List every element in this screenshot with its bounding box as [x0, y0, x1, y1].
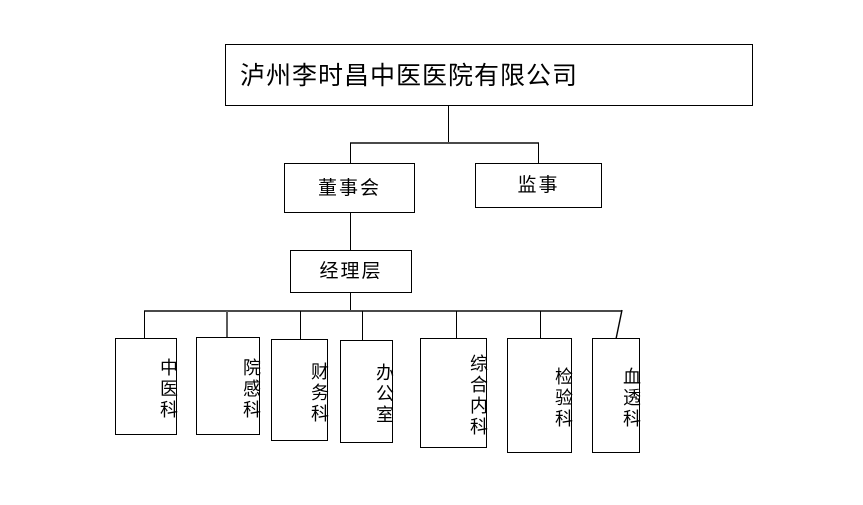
node-label-dept2: 院感科 — [240, 357, 261, 421]
node-label-company: 泸州李时昌中医医院有限公司 — [240, 60, 579, 90]
connector-drop-dept5 — [456, 311, 457, 338]
node-label-dept5: 综合内科 — [467, 354, 488, 438]
node-department-office[interactable]: 办公室 — [340, 340, 394, 443]
node-label-manager: 经理层 — [319, 260, 383, 282]
node-department-finance[interactable]: 财务科 — [271, 339, 329, 441]
connector-drop-dept3 — [300, 311, 301, 339]
node-label-dept4: 办公室 — [373, 363, 394, 426]
node-supervisor[interactable]: 监事 — [475, 163, 602, 208]
node-department-laboratory[interactable]: 检验科 — [507, 338, 573, 453]
node-department-general-internal-medicine[interactable]: 综合内科 — [420, 338, 488, 448]
connector-drop-dept4 — [362, 311, 363, 340]
node-label-dept3: 财务科 — [308, 361, 329, 425]
node-label-board: 董事会 — [317, 176, 381, 199]
connector-drop-dept7 — [615, 309, 623, 340]
node-label-supervisor: 监事 — [517, 174, 560, 196]
connector-board-down — [350, 143, 351, 163]
connector-drop-dept2 — [226, 311, 228, 338]
node-label-dept7: 血透科 — [620, 367, 641, 430]
connector-manager-down — [350, 293, 351, 312]
node-management-layer[interactable]: 经理层 — [290, 250, 412, 293]
connector-level2-bus — [350, 142, 539, 144]
node-label-dept1: 中医科 — [157, 358, 178, 421]
node-department-infection-control[interactable]: 院感科 — [196, 337, 261, 435]
connector-supervisor-down — [538, 143, 539, 163]
connector-root-down — [448, 106, 449, 143]
node-department-hemodialysis[interactable]: 血透科 — [592, 338, 641, 453]
node-department-tcm[interactable]: 中医科 — [115, 338, 178, 435]
node-board-of-directors[interactable]: 董事会 — [284, 163, 415, 213]
node-label-dept6: 检验科 — [552, 367, 573, 430]
connector-drop-dept6 — [540, 311, 541, 338]
connector-drop-dept1 — [144, 311, 145, 338]
connector-board-to-manager — [350, 213, 351, 250]
connector-departments-bus — [144, 310, 622, 312]
node-company-title[interactable]: 泸州李时昌中医医院有限公司 — [225, 44, 753, 106]
